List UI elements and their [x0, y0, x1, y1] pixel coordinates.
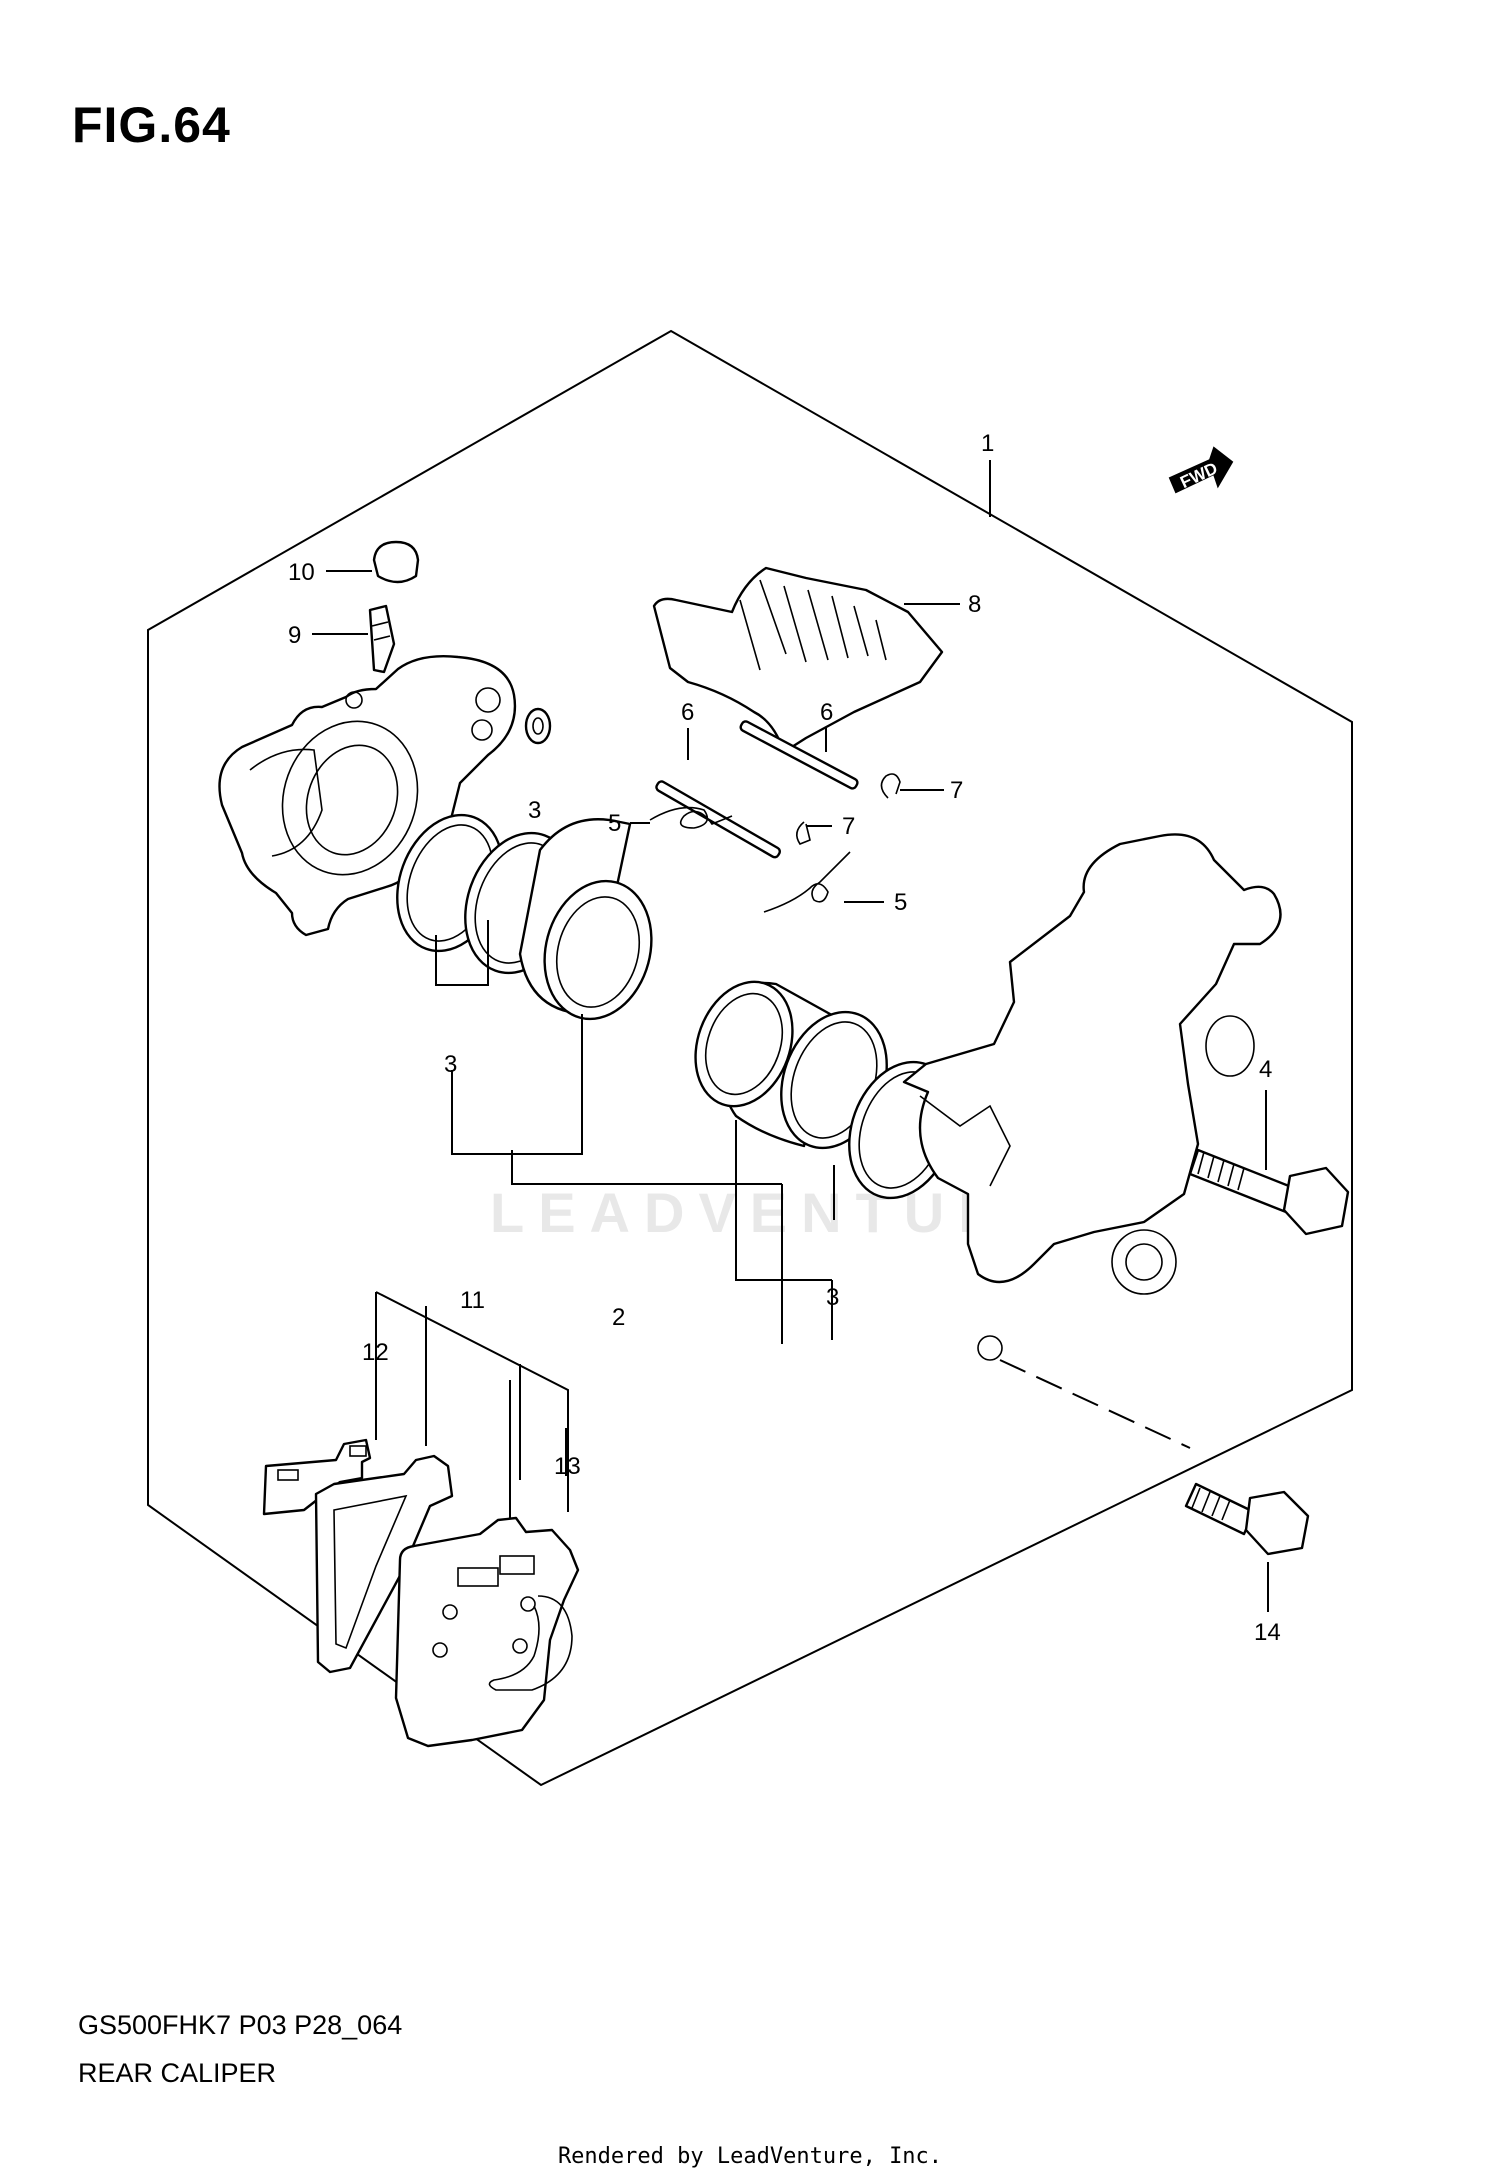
section-name: REAR CALIPER — [78, 2058, 277, 2088]
render-credit: Rendered by LeadVenture, Inc. — [557, 2144, 943, 2169]
callout-10: 10 — [288, 559, 315, 586]
callout-9: 9 — [288, 622, 301, 649]
caliper-body-right — [902, 833, 1282, 1361]
pad-clip — [488, 1595, 573, 1691]
piston-left — [518, 818, 653, 1021]
bleeder-cap — [372, 540, 420, 584]
assembly-boundary — [147, 329, 1353, 1787]
callout-7b: 7 — [842, 813, 855, 840]
fwd-arrow-icon: FWD — [1168, 446, 1234, 494]
callout-3b: 3 — [444, 1051, 457, 1078]
caliper-bolt-upper — [1188, 1148, 1350, 1236]
pin-clip-lower — [796, 821, 811, 845]
model-code: GS500FHK7 P03 P28_064 — [78, 2010, 403, 2040]
callout-13: 13 — [554, 1453, 581, 1480]
callout-8: 8 — [968, 591, 981, 618]
washer-3 — [524, 707, 552, 745]
caliper-bolt-lower — [1184, 1482, 1310, 1556]
pad-spring-plate — [652, 566, 944, 754]
callout-1: 1 — [981, 430, 994, 457]
callout-4: 4 — [1259, 1056, 1272, 1083]
pad-shim — [262, 1438, 372, 1516]
fwd-label: FWD — [1177, 459, 1220, 493]
pad-pin-right — [739, 720, 859, 790]
bleeder-valve — [368, 604, 396, 674]
callout-7a: 7 — [950, 777, 963, 804]
retaining-spring-upper — [649, 806, 733, 829]
retaining-spring-lower — [763, 851, 851, 913]
pin-clip-upper — [880, 773, 901, 799]
pad-pin-left — [655, 780, 781, 859]
brake-pad-inner — [314, 1454, 454, 1674]
callout-6a: 6 — [681, 699, 694, 726]
caliper-body-left — [218, 655, 517, 937]
callout-2: 2 — [612, 1304, 625, 1331]
callout-6b: 6 — [820, 699, 833, 726]
watermark: LEADVENTURE — [490, 1181, 1064, 1244]
callout-5b: 5 — [894, 889, 907, 916]
callout-11: 11 — [460, 1287, 485, 1314]
callout-5a: 5 — [608, 810, 621, 837]
callout-12: 12 — [362, 1339, 389, 1366]
figure-title: FIG.64 — [72, 97, 231, 153]
brake-pad-outer — [394, 1516, 580, 1748]
callout-3a: 3 — [528, 797, 541, 824]
alignment-dashes — [999, 1359, 1191, 1449]
callout-3c: 3 — [826, 1284, 839, 1311]
callout-14: 14 — [1254, 1619, 1281, 1646]
